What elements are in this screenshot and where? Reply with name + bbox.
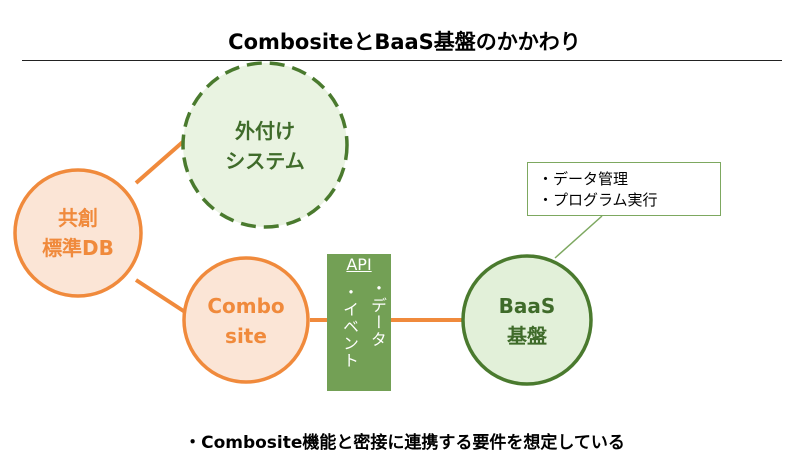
- callout-pointer: [554, 215, 603, 259]
- label-combosite: Combo site: [186, 291, 306, 351]
- link-kyoso-external: [134, 138, 187, 185]
- label-kyoso-line1: 共創: [58, 206, 98, 230]
- title-divider: [22, 60, 782, 61]
- label-kyoso-db: 共創 標準DB: [18, 203, 138, 263]
- api-label: API: [346, 255, 372, 274]
- callout-line-data-management: ・データ管理: [538, 170, 629, 188]
- node-kyoso-db: [13, 168, 143, 298]
- baas-callout: ・データ管理 ・プログラム実行: [527, 162, 721, 216]
- node-external-system: [181, 61, 349, 229]
- label-baas-line1: BaaS: [498, 294, 556, 318]
- label-external-line1: 外付け: [235, 119, 295, 143]
- label-kyoso-line2: 標準DB: [42, 236, 114, 260]
- connector-text-data: ・データ: [368, 280, 387, 348]
- label-combo-line2: site: [225, 324, 267, 348]
- callout-line-program-execution: ・プログラム実行: [538, 191, 658, 209]
- page-title: CombositeとBaaS基盤のかかわり: [228, 30, 581, 54]
- footer-note: ・Combosite機能と密接に連携する要件を想定している: [184, 433, 625, 453]
- label-external-system: 外付け システム: [200, 116, 330, 176]
- api-connector-box: [327, 254, 391, 391]
- label-baas-line2: 基盤: [507, 324, 547, 348]
- node-baas: [461, 254, 593, 386]
- label-combo-line1: Combo: [207, 294, 285, 318]
- label-baas: BaaS 基盤: [467, 291, 587, 351]
- node-combosite: [182, 256, 310, 384]
- link-kyoso-combo: [134, 278, 187, 314]
- connector-text-event: ・イベント: [340, 284, 359, 369]
- label-external-line2: システム: [225, 149, 305, 173]
